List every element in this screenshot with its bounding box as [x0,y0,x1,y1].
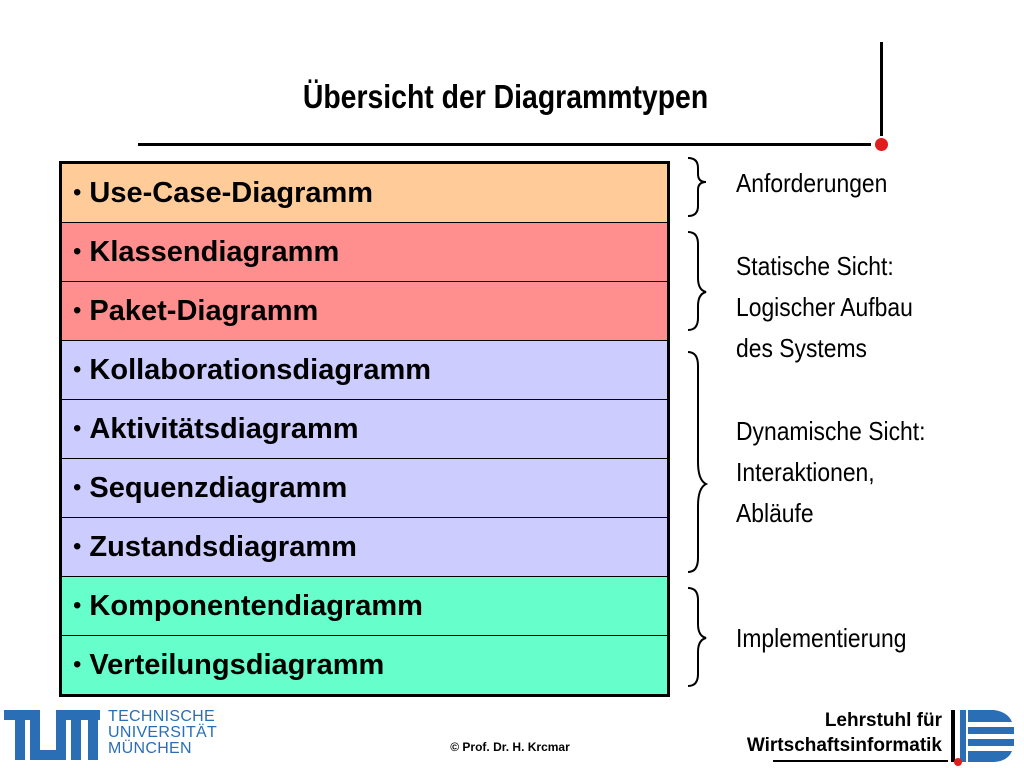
annotation-line: Implementierung [736,623,907,653]
bullet: • [73,356,82,383]
annotation-line: Anforderungen [736,168,888,198]
row-label: Komponentendiagramm [89,589,423,622]
curly-brackets [687,157,709,687]
diagram-type-table: • Use-Case-Diagramm • Klassendiagramm • Pak… [59,161,670,697]
tum-line: MÜNCHEN [108,740,192,757]
annotation-dynamisch: Dynamische Sicht: Interaktionen, Abläufe [736,411,925,534]
table-row: • Klassendiagramm [62,223,667,282]
row-label: Use-Case-Diagramm [89,176,374,209]
row-label: Zustandsdiagramm [89,530,357,563]
tum-line: UNIVERSITÄT [108,724,218,741]
annotation-line: Dynamische Sicht: [736,416,926,446]
row-label: Kollaborationsdiagramm [89,353,432,386]
table-row: • Komponentendiagramm [62,577,667,636]
table-row: • Zustandsdiagramm [62,518,667,577]
annotation-line: des Systems [736,333,867,363]
brace-statisch [687,231,707,331]
bullet: • [73,592,82,619]
annotation-statisch: Statische Sicht: Logischer Aufbau des Sy… [736,246,913,369]
annotation-line: Statische Sicht: [736,251,894,281]
row-label: Klassendiagramm [89,235,340,268]
bullet: • [73,297,82,324]
bullet: • [73,474,82,501]
chair-underline [773,760,948,762]
row-label: Paket-Diagramm [89,294,319,327]
tum-line: TECHNISCHE [108,708,216,725]
chair-line: Lehrstuhl für [824,710,942,731]
table-row: • Verteilungsdiagramm [62,636,667,694]
title-underline [138,143,871,146]
chair-name: Lehrstuhl für Wirtschaftsinformatik [747,708,942,758]
bullet: • [73,533,82,560]
row-label: Aktivitätsdiagramm [89,412,359,445]
bullet: • [73,651,82,678]
tum-wordmark: TECHNISCHE UNIVERSITÄT MÜNCHEN [108,709,217,757]
annotation-line: Logischer Aufbau [736,292,913,322]
accent-dot [875,138,888,151]
slide-title: Übersicht der Diagrammtypen [302,78,709,115]
tum-logo-icon [4,710,100,760]
annotation-implementierung: Implementierung [736,618,906,659]
annotation-anforderungen: Anforderungen [736,163,887,204]
table-row: • Sequenzdiagramm [62,459,667,518]
row-label: Verteilungsdiagramm [89,648,385,681]
chair-line: Wirtschaftsinformatik [746,735,942,756]
title-vertical-rule [880,42,883,136]
annotation-line: Abläufe [736,498,814,528]
table-row: • Paket-Diagramm [62,282,667,341]
row-label: Sequenzdiagramm [89,471,348,504]
bullet: • [73,179,82,206]
copyright-notice: © Prof. Dr. H. Krcmar [450,740,570,754]
annotation-line: Interaktionen, [736,457,875,487]
brace-dynamisch [687,351,709,573]
bullet: • [73,238,82,265]
bullet: • [73,415,82,442]
table-row: • Use-Case-Diagramm [62,164,667,223]
table-row: • Aktivitätsdiagramm [62,400,667,459]
brace-implementierung [687,587,707,687]
table-row: • Kollaborationsdiagramm [62,341,667,400]
brace-anforderungen [687,157,707,217]
chair-logo-icon [951,710,1014,766]
